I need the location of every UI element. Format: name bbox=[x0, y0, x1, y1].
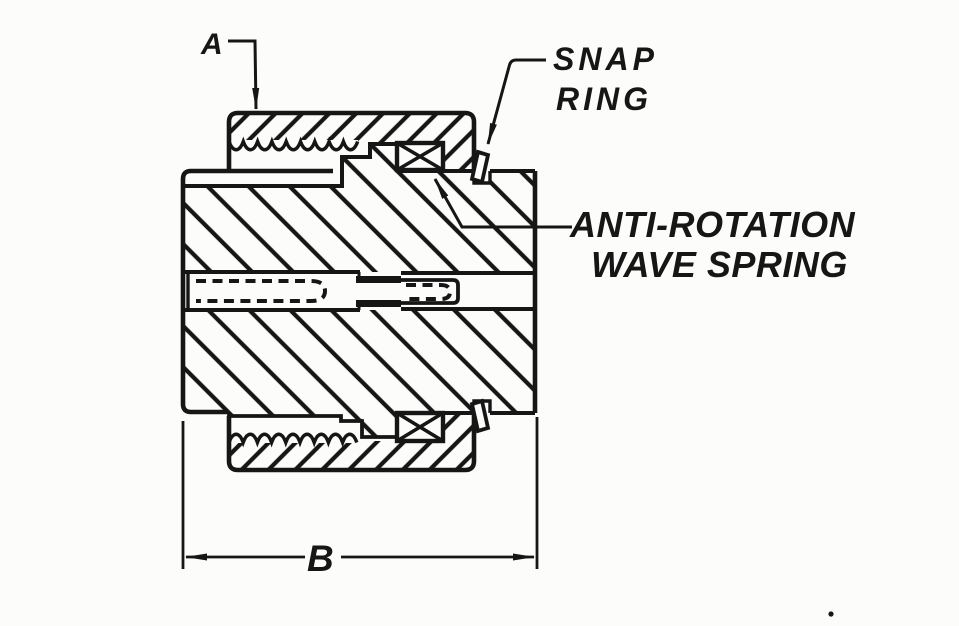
nut-section-hatching bbox=[229, 113, 474, 470]
snap-ring-lower bbox=[469, 398, 491, 434]
tube-wall-upper bbox=[356, 276, 401, 283]
body-lower-half bbox=[183, 310, 535, 437]
coupling-nut-upper-outline bbox=[226, 110, 477, 171]
tube-wall-lower bbox=[356, 300, 401, 307]
body-upper-half bbox=[183, 145, 535, 272]
anti-rotation-label-2: WAVE SPRING bbox=[591, 244, 848, 285]
dimension-b bbox=[181, 417, 539, 569]
wave-spring-upper bbox=[394, 140, 446, 173]
body-left-outline bbox=[180, 168, 333, 415]
scan-dot bbox=[828, 611, 834, 617]
center-bore bbox=[181, 270, 535, 312]
hidden-bore-lines bbox=[196, 279, 453, 303]
snap-ring-upper bbox=[469, 149, 491, 185]
snap-ring-leader bbox=[486, 58, 546, 145]
hidden-bore-left bbox=[196, 279, 328, 303]
body-section-hatching bbox=[183, 145, 535, 437]
nut-lower-half bbox=[229, 413, 474, 470]
callout-a-leader bbox=[228, 39, 260, 110]
snap-ring-label-1: SNAP bbox=[553, 41, 658, 77]
snap-ring-label-2: RING bbox=[556, 81, 652, 117]
inner-sleeve bbox=[401, 278, 460, 305]
thread-engagement-upper bbox=[227, 136, 360, 154]
body-collar-line bbox=[183, 142, 397, 188]
nut-upper-half bbox=[229, 113, 474, 170]
wave-spring-lower bbox=[394, 410, 446, 444]
coupling-nut-lower-outline bbox=[226, 413, 477, 473]
hidden-bore-sleeve bbox=[406, 283, 453, 301]
callout-snap-ring: SNAP RING bbox=[486, 41, 658, 145]
callout-a: A bbox=[200, 28, 260, 110]
thread-engagement-lower bbox=[227, 431, 359, 448]
callout-anti-rotation: ANTI-ROTATION WAVE SPRING bbox=[433, 178, 856, 285]
anti-rotation-label-1: ANTI-ROTATION bbox=[569, 204, 856, 245]
callout-a-label: A bbox=[200, 28, 223, 61]
anti-rotation-leader bbox=[433, 178, 572, 229]
dimension-b-label: B bbox=[307, 538, 334, 579]
